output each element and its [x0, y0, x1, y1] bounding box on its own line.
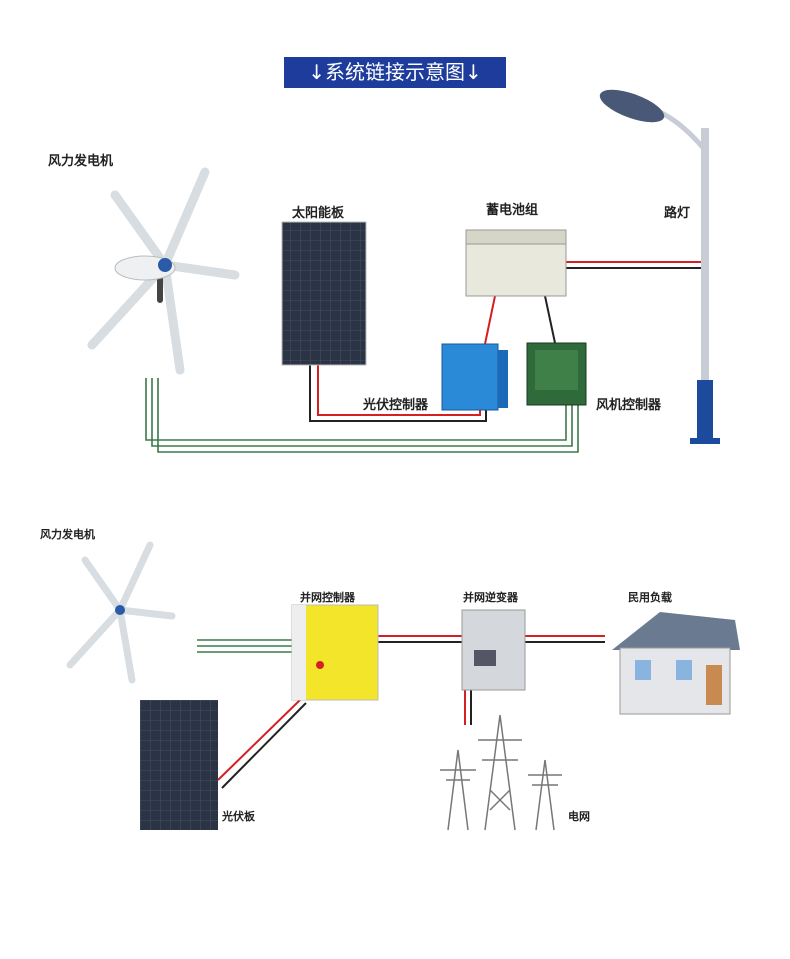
pv-panel-image [140, 700, 218, 830]
diagram-title: ↓系统链接示意图↓ [284, 57, 506, 88]
power-grid-pylons-image [440, 714, 562, 831]
top-wires [145, 261, 705, 453]
label-wind-controller: 风机控制器 [596, 398, 662, 413]
label-pv-controller: 光伏控制器 [363, 398, 429, 413]
pv-controller-image [441, 343, 508, 411]
label-power-grid: 电网 [568, 810, 590, 823]
battery-image [465, 229, 567, 297]
wind-turbine-image-bottom [66, 541, 176, 684]
grid-controller-image [291, 604, 379, 701]
label-wind-turbine-bottom: 风力发电机 [40, 528, 95, 541]
street-light-image [599, 89, 720, 444]
wind-controller-image [526, 342, 587, 406]
label-wind-turbine: 风力发电机 [48, 154, 114, 169]
grid-inverter-image [461, 609, 526, 691]
wind-turbine-image [87, 167, 240, 375]
label-solar-panel: 太阳能板 [292, 206, 345, 221]
label-household-load: 民用负载 [628, 591, 672, 604]
label-battery: 蓄电池组 [486, 203, 539, 218]
label-pv-panel: 光伏板 [222, 810, 255, 823]
bottom-wires [197, 635, 605, 789]
label-grid-controller: 并网控制器 [300, 591, 355, 604]
label-street-light: 路灯 [664, 206, 691, 221]
label-grid-inverter: 并网逆变器 [463, 591, 518, 604]
solar-panel-image [281, 221, 367, 366]
house-image [612, 612, 740, 715]
